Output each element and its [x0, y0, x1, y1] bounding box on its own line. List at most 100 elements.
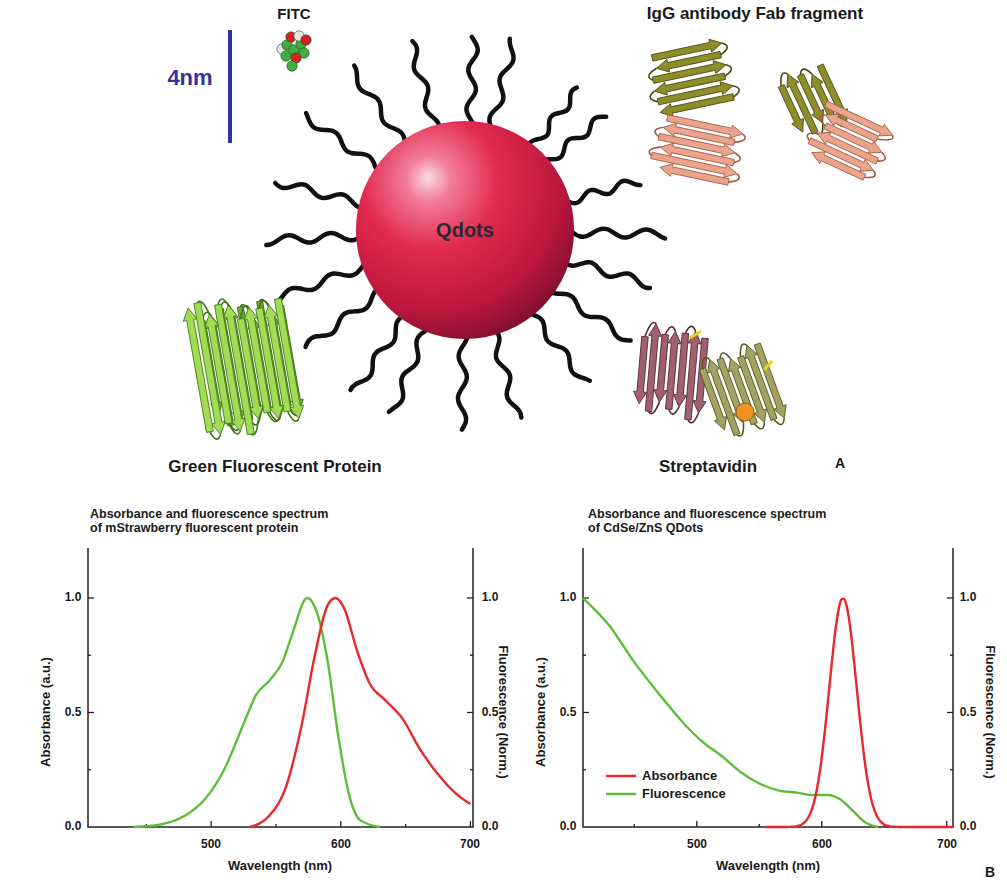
tick-mark — [470, 769, 473, 770]
spectrum-curve — [766, 599, 954, 827]
gfp-barrel — [183, 298, 303, 439]
ligand-chain — [279, 265, 364, 301]
panel-letter: B — [985, 864, 995, 880]
axis-title: Fluorescence (Norm.) — [983, 645, 998, 779]
tick-mark — [405, 824, 406, 827]
tick-mark — [88, 769, 91, 770]
beta-strand — [183, 308, 213, 432]
ligand-chain — [306, 290, 377, 347]
beta-strand — [699, 368, 726, 430]
chart-title: Absorbance and fluorescence spectrum of … — [588, 507, 833, 536]
loop — [259, 301, 269, 309]
side-chain — [690, 331, 701, 338]
loop — [820, 115, 826, 126]
tick-mark — [467, 712, 473, 713]
loop — [721, 43, 727, 54]
protein-label: Streptavidin — [659, 457, 757, 477]
ligand-chain — [351, 317, 403, 390]
axis-frame — [583, 548, 953, 827]
tick-label: 1.0 — [560, 591, 577, 605]
tick-mark — [759, 824, 760, 827]
loop — [877, 152, 885, 161]
loop — [685, 326, 695, 333]
tick-mark — [583, 655, 586, 656]
axis-frame — [88, 548, 473, 827]
tick-mark — [88, 597, 94, 598]
tick-mark — [470, 821, 471, 827]
ligand-chain — [466, 37, 477, 123]
tick-label: 0.5 — [65, 706, 82, 720]
tick-label: 1.0 — [65, 591, 82, 605]
axis-title: Wavelength (nm) — [228, 859, 332, 874]
streptavidin — [634, 323, 787, 436]
scale-label: 4nm — [167, 65, 212, 90]
node-label: Qdots — [436, 219, 494, 242]
spectrum-curve — [133, 598, 379, 827]
tick-mark — [583, 769, 586, 770]
tick-label: 600 — [331, 838, 351, 852]
axis-title: Absorbance (a.u.) — [39, 657, 54, 767]
tick-label: 1.0 — [960, 591, 977, 605]
ligand-chain — [412, 41, 439, 126]
tick-mark — [821, 821, 822, 827]
loop — [725, 65, 732, 77]
protein-label: Green Fluorescent Protein — [168, 457, 382, 477]
quantum-dot-sphere: Qdots — [355, 120, 575, 340]
spectrum-curve — [583, 598, 878, 827]
sphere — [356, 121, 574, 339]
ligand-chain — [496, 332, 521, 417]
ligand-chain — [572, 229, 665, 239]
spectrum-chart — [88, 548, 473, 827]
tick-mark — [88, 712, 94, 713]
legend-text: Fluorescence — [642, 787, 726, 802]
tick-mark — [950, 655, 953, 656]
tick-mark — [634, 824, 635, 827]
beta-strand — [778, 85, 803, 132]
spectrum-chart — [583, 548, 953, 827]
fitc-molecule — [277, 31, 311, 71]
axis-title: Absorbance (a.u.) — [534, 657, 549, 767]
chart-title: Absorbance and fluorescence spectrum of … — [90, 507, 335, 536]
side-chain — [764, 361, 772, 370]
tick-label: 500 — [201, 838, 221, 852]
tick-label: 0.5 — [560, 706, 577, 720]
loop — [650, 91, 658, 101]
tick-mark — [275, 824, 276, 827]
ligand-chain — [458, 337, 468, 430]
tick-mark — [467, 597, 473, 598]
tick-mark — [583, 712, 589, 713]
tick-label: 500 — [687, 838, 707, 852]
protein-label: IgG antibody Fab fragment — [647, 4, 863, 24]
ligand-chain — [568, 181, 640, 203]
beta-strand — [812, 152, 866, 180]
legend-line — [606, 793, 636, 796]
ligand-chain — [275, 183, 360, 208]
tick-label: 700 — [937, 838, 957, 852]
loop — [733, 86, 739, 97]
ligand-ball — [736, 403, 754, 421]
beta-strand — [660, 94, 734, 117]
tick-label: 0.0 — [560, 820, 577, 834]
ligand-chain — [546, 117, 607, 160]
fab-fragment — [649, 39, 893, 185]
ligand-chain — [266, 233, 358, 245]
tick-mark — [696, 821, 697, 827]
tick-mark — [470, 655, 473, 656]
loop — [734, 153, 741, 163]
atom — [301, 35, 311, 45]
atom — [287, 61, 297, 71]
tick-label: 600 — [812, 838, 832, 852]
spectrum-curve — [250, 598, 470, 827]
tick-label: 0.0 — [482, 820, 499, 834]
ligand-chain — [552, 293, 631, 340]
panel-letter: A — [835, 455, 845, 471]
tick-mark — [947, 712, 953, 713]
tick-mark — [210, 821, 211, 827]
ligand-chain — [531, 314, 590, 381]
ligand-chain — [489, 39, 513, 126]
beta-strand — [660, 164, 729, 186]
tick-label: 0.0 — [960, 820, 977, 834]
tick-label: 1.0 — [482, 591, 499, 605]
legend-text: Absorbance — [642, 769, 717, 784]
